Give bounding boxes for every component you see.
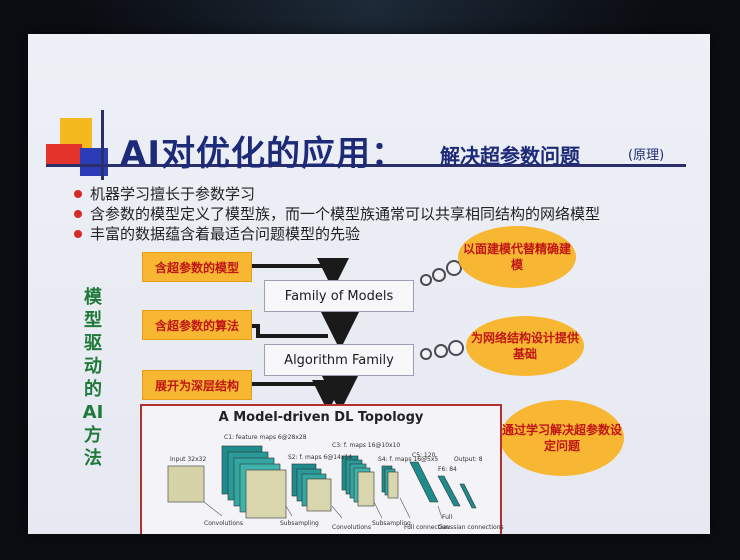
dl-topology-diagram: A Model-driven DL Topology — [140, 404, 504, 534]
diagram-bottom-label: Subsampling — [280, 520, 319, 527]
thought-bubble-dot — [448, 340, 464, 356]
thought-bubble-dot — [434, 344, 448, 358]
title-decoration-red — [46, 144, 82, 166]
diagram-label: C3: f. maps 16@10x10 — [332, 442, 401, 449]
diagram-label: C1: feature maps 6@28x28 — [224, 434, 307, 441]
network-layers-illustration — [167, 445, 477, 519]
title-decoration-vline — [101, 110, 104, 180]
diagram-label: F6: 84 — [438, 466, 457, 473]
c5-layer — [409, 461, 439, 503]
box-unfold-deep: 展开为深层结构 — [142, 370, 252, 400]
cloud-network-design: 为网络结构设计提供基础 — [466, 316, 584, 376]
c3-feature-maps — [341, 455, 375, 507]
box-hyperparam-model: 含超参数的模型 — [142, 252, 252, 282]
slide: AI对优化的应用： 解决超参数问题 (原理) 机器学习擅长于参数学习 含参数的模… — [28, 34, 710, 534]
arrow-unfold-to-diagram — [250, 380, 344, 412]
flow-arrows — [250, 258, 360, 412]
diagram-label: S4: f. maps 16@5x5 — [378, 456, 439, 463]
diagram-bottom-label: Convolutions — [204, 520, 243, 527]
slide-title: AI对优化的应用： — [120, 134, 406, 174]
diagram-label: S2: f. maps 6@14x14 — [288, 454, 353, 461]
diagram-label: C5: 120 — [412, 452, 436, 459]
bullet-dot-icon — [74, 190, 82, 198]
diagram-label: Output: 8 — [454, 456, 483, 463]
diagram-bottom-label: Subsampling — [372, 520, 411, 527]
bullet-list: 机器学习擅长于参数学习 含参数的模型定义了模型族，而一个模型族通常可以共享相同结… — [68, 184, 600, 244]
slide-subtitle: 解决超参数问题 — [440, 144, 580, 168]
s2-feature-maps — [291, 463, 332, 512]
thought-bubble-dot — [420, 348, 432, 360]
diagram-label: Input 32x32 — [170, 456, 207, 463]
diagram-bottom-label: Full — [442, 514, 453, 521]
bullet-dot-icon — [74, 210, 82, 218]
vertical-section-title: 模 型 驱 动 的 AI 方 法 — [82, 287, 104, 469]
title-decoration-yellow — [60, 118, 92, 148]
diagram-bottom-label: Full connection — [404, 524, 450, 531]
cloud-hyperparam-learning: 通过学习解决超参数设定问题 — [500, 400, 624, 476]
arrow-model-to-family — [250, 258, 349, 290]
bullet-dot-icon — [74, 230, 82, 238]
bullet-item: 含参数的模型定义了模型族，而一个模型族通常可以共享相同结构的网络模型 — [68, 204, 600, 224]
diagram-bottom-label: Gaussian connections — [438, 524, 504, 531]
bullet-item: 丰富的数据蕴含着最适合问题模型的先验 — [68, 224, 600, 244]
f6-layer — [437, 475, 461, 507]
box-family-of-models: Family of Models — [264, 280, 414, 312]
thought-bubble-dot — [420, 274, 432, 286]
thought-bubble-dot — [432, 268, 446, 282]
title-underline — [46, 164, 686, 167]
diagram-title: A Model-driven DL Topology — [218, 410, 424, 425]
diagram-bottom-label: Convolutions — [332, 524, 371, 531]
box-algorithm-family: Algorithm Family — [264, 344, 414, 376]
c1-feature-maps — [221, 445, 287, 519]
output-layer — [459, 483, 477, 509]
slide-title-note: (原理) — [628, 148, 665, 163]
arrow-algorithm-to-family — [250, 324, 328, 338]
bullet-item: 机器学习擅长于参数学习 — [68, 184, 600, 204]
box-hyperparam-algorithm: 含超参数的算法 — [142, 310, 252, 340]
cloud-approx-modeling: 以面建模代替精确建模 — [458, 226, 576, 288]
s4-feature-maps — [381, 465, 399, 499]
